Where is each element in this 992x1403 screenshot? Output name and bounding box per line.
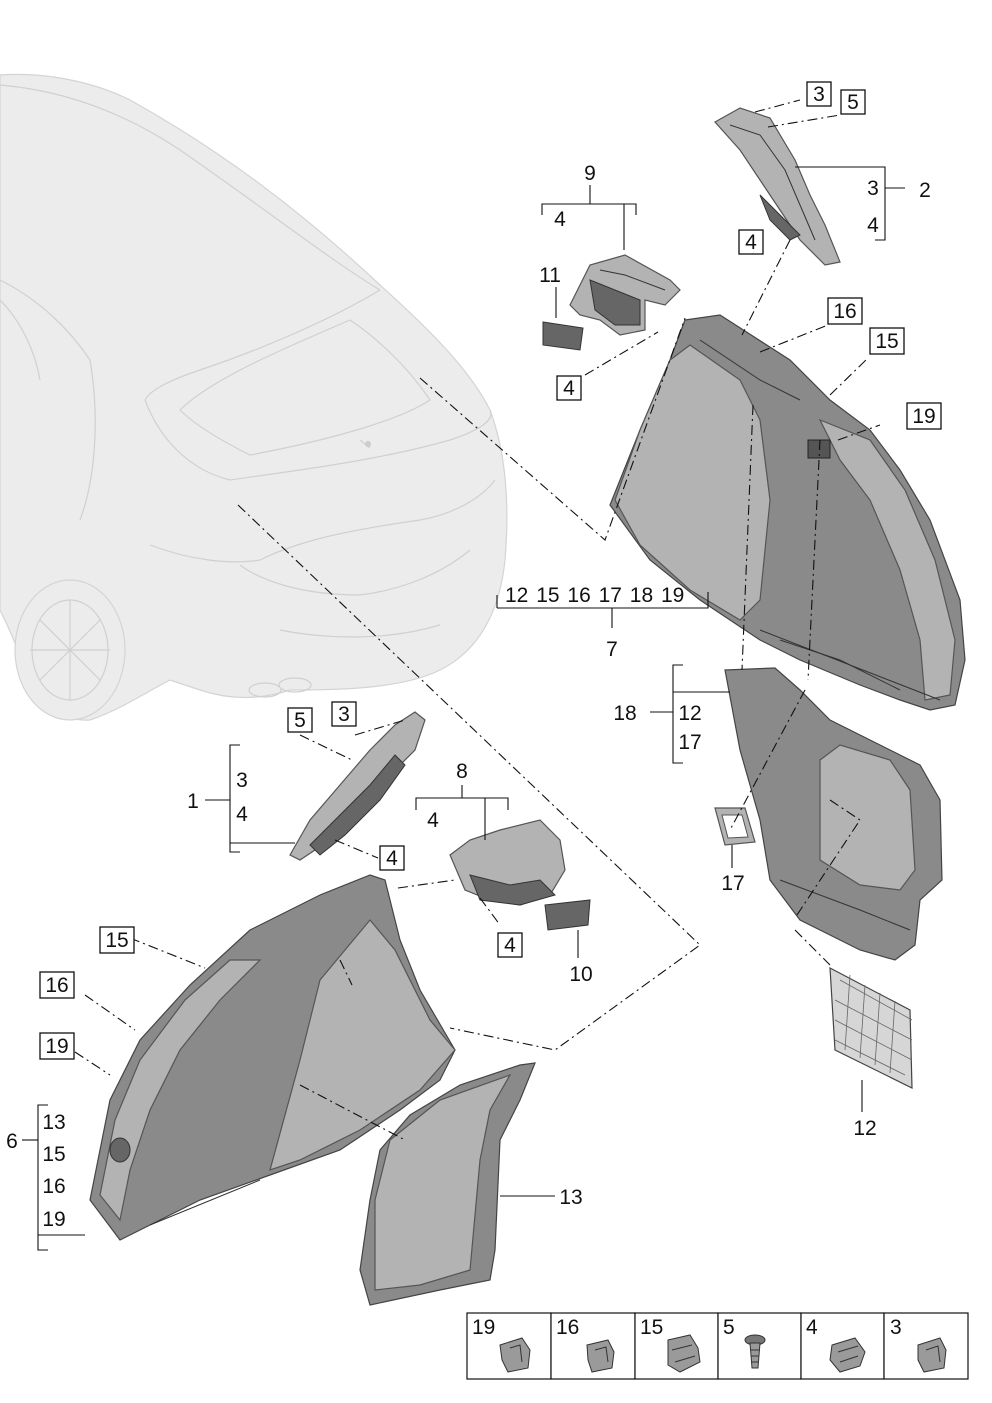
callout-4-bracket-1: 4 [236,803,248,826]
part-7-side-panel [609,314,966,711]
callout-8[interactable]: 8 [456,760,468,783]
callout-19-bracket-6: 19 [42,1208,65,1231]
callout-6[interactable]: 6 [6,1130,18,1153]
legend-num-3: 3 [890,1316,902,1339]
clip-16-icon [586,1339,615,1373]
part-18-storage-tray [724,667,943,961]
svg-text:16: 16 [45,974,68,997]
callout-19-left[interactable]: 19 [39,1032,75,1060]
callout-16-left[interactable]: 16 [39,971,75,999]
part-2-pillar-trim [714,107,841,266]
callout-4-box-2[interactable]: 4 [738,229,764,255]
connector-lines [74,99,881,1141]
callout-3-top[interactable]: 3 [806,81,832,107]
svg-text:3: 3 [813,83,825,106]
svg-text:4: 4 [563,377,575,400]
callout-2[interactable]: 2 [919,179,931,202]
svg-text:16: 16 [833,300,856,323]
callout-15-top[interactable]: 15 [869,327,905,355]
callout-5-mid[interactable]: 5 [287,707,313,733]
clip-4-icon [829,1337,866,1373]
callout-7-row: 12 15 16 17 18 19 [505,584,684,607]
callout-9[interactable]: 9 [584,162,596,185]
legend-num-5: 5 [723,1316,735,1339]
callout-13-bracket-6: 13 [42,1111,65,1134]
svg-text:15: 15 [875,330,898,353]
callout-5-top[interactable]: 5 [840,89,866,115]
svg-text:19: 19 [912,405,935,428]
callout-16-bracket-6: 16 [42,1175,65,1198]
part-12-net [829,966,913,1089]
callout-4-box-9[interactable]: 4 [556,375,582,401]
callout-3-bracket-1: 3 [236,769,248,792]
callout-1[interactable]: 1 [187,790,199,813]
callout-17[interactable]: 17 [721,872,744,895]
callout-15-left[interactable]: 15 [99,926,135,954]
callout-labels: 3 5 3 4 2 4 9 4 11 4 16 15 19 12 15 16 1… [6,81,942,1231]
callout-16-top[interactable]: 16 [827,297,863,325]
part-10-pad [544,899,591,931]
callout-4-bracket-9: 4 [554,208,566,231]
legend-num-16: 16 [556,1316,579,1339]
svg-text:4: 4 [745,231,757,254]
screw-5-icon [744,1334,766,1369]
callout-3-mid[interactable]: 3 [331,701,357,727]
callout-19-top[interactable]: 19 [906,402,942,430]
callout-4-bracket-2: 4 [867,214,879,237]
part-17-frame [714,807,756,846]
leader-lines [22,166,905,1251]
svg-text:5: 5 [294,709,306,732]
callout-15-bracket-6: 15 [42,1143,65,1166]
callout-10[interactable]: 10 [569,963,592,986]
fastener-legend-table: 19 16 15 5 4 3 [466,1312,969,1380]
legend-num-4: 4 [806,1316,818,1339]
part-11-pad [542,321,584,351]
clip-19-icon [499,1337,531,1373]
svg-text:4: 4 [504,934,516,957]
callout-13[interactable]: 13 [559,1186,582,1209]
car-rear-illustration [0,73,508,721]
callout-4-bracket-8: 4 [427,809,439,832]
clip-15-icon [667,1334,701,1373]
clip-3-icon [917,1337,947,1373]
svg-text:3: 3 [338,703,350,726]
callout-7[interactable]: 7 [606,638,618,661]
svg-text:5: 5 [847,91,859,114]
svg-text:4: 4 [386,847,398,870]
callout-17-bracket-18: 17 [678,731,701,754]
legend-cell-16[interactable] [550,1312,636,1380]
callout-18[interactable]: 18 [613,702,636,725]
part-8-trim [449,819,566,906]
part-13-cover-panel [359,1062,536,1306]
callout-12-bracket-18: 12 [678,702,701,725]
svg-text:19: 19 [45,1035,68,1058]
part-9-upper-trim [569,254,681,336]
legend-num-15: 15 [640,1316,663,1339]
callout-12[interactable]: 12 [853,1117,876,1140]
callout-3-bracket-2: 3 [867,177,879,200]
part-6-side-panel [89,874,456,1241]
callout-4-box-8[interactable]: 4 [497,932,523,958]
legend-num-19: 19 [472,1316,495,1339]
callout-11[interactable]: 11 [539,264,561,287]
callout-4-box-1[interactable]: 4 [379,845,405,871]
part-1-pillar-trim [289,711,426,861]
svg-text:15: 15 [105,929,128,952]
